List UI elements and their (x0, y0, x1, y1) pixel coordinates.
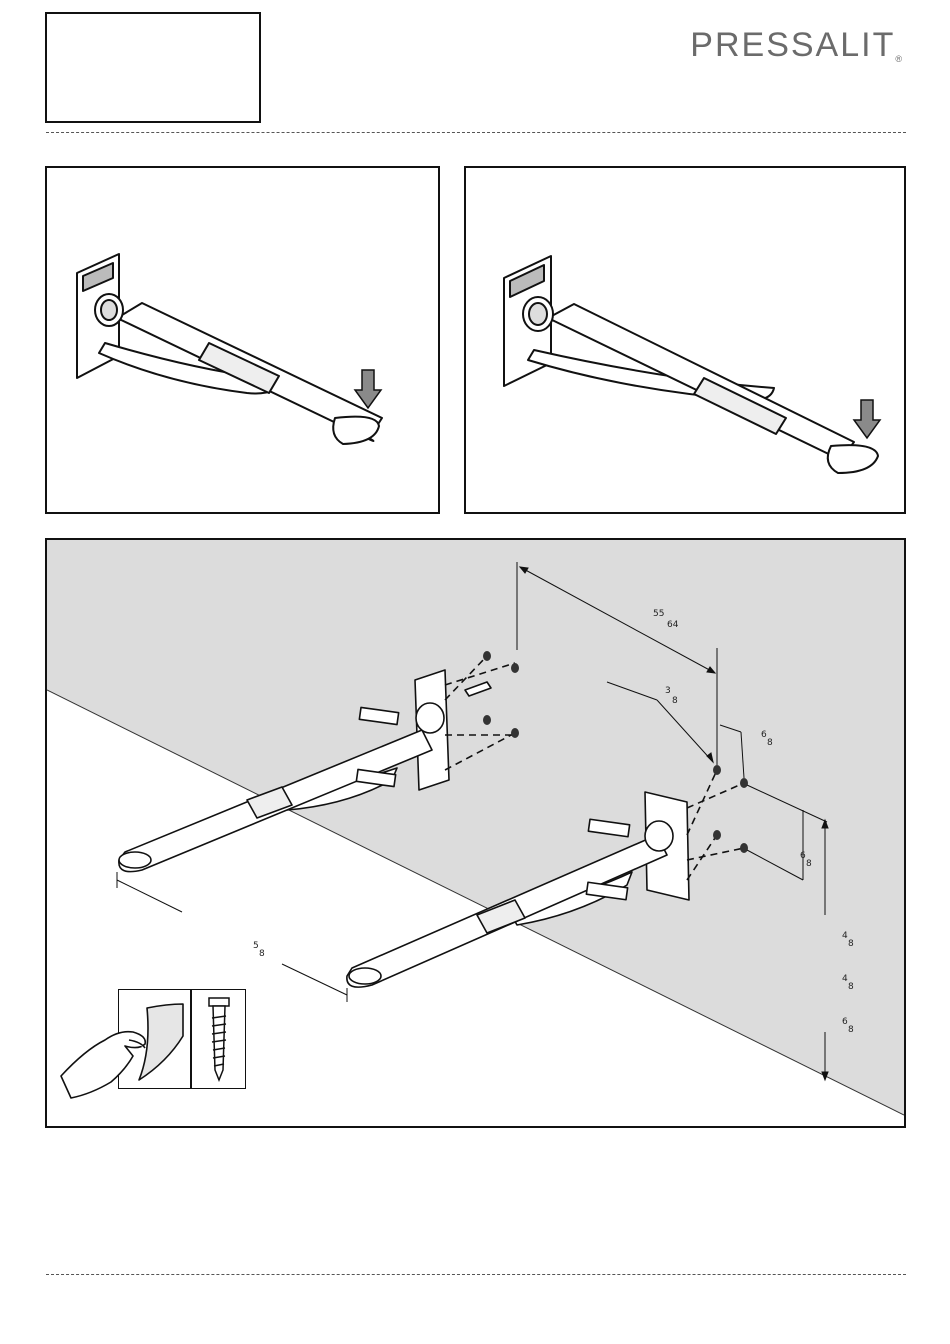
label-box (45, 12, 261, 123)
svg-text:8: 8 (259, 949, 265, 959)
panel-long-arm (464, 166, 906, 514)
down-arrow-icon (353, 368, 383, 410)
svg-text:8: 8 (848, 939, 854, 949)
long-arm-illustration (466, 168, 904, 512)
footer-divider (46, 1274, 906, 1275)
svg-text:5: 5 (253, 941, 259, 951)
inset-divider (190, 990, 192, 1088)
hand-peel-icon (55, 990, 185, 1102)
panel-installation: 55 64 3 8 6 8 6 8 5 8 4 8 4 8 6 8 (45, 538, 906, 1128)
svg-text:55: 55 (653, 609, 664, 619)
svg-text:8: 8 (672, 696, 678, 706)
svg-text:8: 8 (806, 859, 812, 869)
down-arrow-icon (852, 398, 882, 440)
short-arm-illustration (47, 168, 438, 512)
screw-icon (199, 996, 239, 1082)
svg-text:8: 8 (848, 982, 854, 992)
pressalit-logo: PRESSALIT® (690, 26, 902, 65)
panel-short-arm (45, 166, 440, 514)
svg-text:8: 8 (848, 1025, 854, 1035)
svg-text:64: 64 (667, 620, 679, 630)
svg-text:3: 3 (665, 686, 671, 696)
header-divider (46, 132, 906, 133)
svg-text:8: 8 (767, 738, 773, 748)
